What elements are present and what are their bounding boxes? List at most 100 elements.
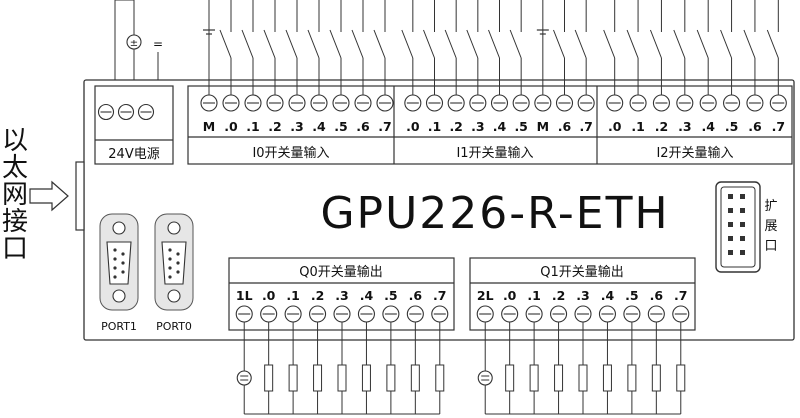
terminal-pin-label: .0 bbox=[262, 288, 276, 303]
terminal-pin-label: .7 bbox=[433, 288, 446, 303]
terminal-pin-label: .0 bbox=[503, 288, 517, 303]
ethernet-connector bbox=[75, 161, 85, 231]
pin-dot bbox=[176, 261, 180, 265]
terminal-pin-label: 1L bbox=[236, 288, 253, 303]
pin-dot bbox=[113, 248, 117, 252]
expansion-pin bbox=[740, 250, 745, 255]
pin-dot bbox=[113, 266, 117, 270]
terminal-pin-label: .6 bbox=[356, 119, 370, 134]
ethernet-label-char: 口 bbox=[1, 234, 28, 264]
pin-dot bbox=[168, 257, 172, 261]
terminal-pin-label: .2 bbox=[268, 119, 281, 134]
ethernet-label-char: 接 bbox=[1, 207, 28, 237]
switch-contact bbox=[696, 29, 709, 59]
output-group-label: Q1开关量输出 bbox=[540, 264, 624, 280]
ethernet-label-char: 以 bbox=[1, 126, 28, 156]
terminal-pin-label: .3 bbox=[335, 288, 348, 303]
terminal-pin-label: .1 bbox=[428, 119, 441, 134]
switch-contact bbox=[329, 29, 342, 59]
pin-dot bbox=[176, 252, 180, 256]
ethernet-port-label: 以 太 网 接 口 bbox=[0, 128, 30, 263]
switch-contact bbox=[444, 29, 457, 59]
pin-dot bbox=[168, 275, 172, 279]
switch-contact bbox=[466, 29, 479, 59]
load-resistor bbox=[386, 364, 396, 392]
load-resistor bbox=[337, 364, 347, 392]
expansion-pin bbox=[740, 208, 745, 213]
switch-contact bbox=[509, 29, 522, 59]
terminal-pin-label: .2 bbox=[311, 288, 324, 303]
terminal-pin-label: M bbox=[203, 119, 215, 134]
expansion-pin bbox=[740, 222, 745, 227]
expansion-pin bbox=[728, 250, 733, 255]
terminal-pin-label: .6 bbox=[748, 119, 762, 134]
pin-dot bbox=[113, 257, 117, 261]
output-group-label: Q0开关量输出 bbox=[299, 264, 383, 280]
load-resistor bbox=[361, 364, 371, 392]
port-screw-icon bbox=[167, 289, 181, 303]
switch-contact bbox=[423, 29, 435, 59]
expansion-label-char: 展 bbox=[764, 219, 777, 234]
terminal-pin-label: .4 bbox=[360, 288, 374, 303]
terminal-pin-label: .0 bbox=[608, 119, 622, 134]
switch-contact bbox=[603, 29, 616, 59]
switch-contact bbox=[720, 29, 733, 59]
ethernet-label-char: 太 bbox=[1, 153, 28, 183]
expansion-pin bbox=[740, 194, 745, 199]
load-resistor bbox=[602, 364, 612, 392]
terminal-pin-label: .6 bbox=[650, 288, 664, 303]
dc-source-symbol: ± bbox=[130, 38, 138, 49]
expansion-label-char: 扩 bbox=[764, 199, 777, 214]
terminal-pin-label: .7 bbox=[378, 119, 391, 134]
expansion-pin bbox=[728, 194, 733, 199]
switch-contact bbox=[241, 29, 254, 59]
terminal-pin-label: .3 bbox=[576, 288, 589, 303]
switch-contact bbox=[488, 29, 500, 59]
terminal-pin-label: .5 bbox=[625, 288, 638, 303]
switch-contact bbox=[743, 29, 756, 59]
expansion-pin bbox=[728, 222, 733, 227]
switch-contact bbox=[401, 29, 414, 59]
terminal-pin-label: .1 bbox=[631, 119, 644, 134]
pin-dot bbox=[113, 275, 117, 279]
switch-contact bbox=[673, 29, 686, 59]
terminal-pin-label: .1 bbox=[527, 288, 540, 303]
db9-connector-icon bbox=[106, 241, 132, 285]
switch-contact bbox=[263, 29, 276, 59]
pin-dot bbox=[176, 270, 180, 274]
terminal-pin-label: .5 bbox=[384, 288, 397, 303]
terminal-pin-label: .5 bbox=[514, 119, 527, 134]
load-resistor bbox=[554, 364, 564, 392]
ac-source-icon bbox=[477, 370, 493, 386]
pin-dot bbox=[168, 248, 172, 252]
load-resistor bbox=[264, 364, 274, 392]
terminal-pin-label: .3 bbox=[471, 119, 484, 134]
pin-dot bbox=[121, 252, 125, 256]
expansion-label-char: 口 bbox=[764, 239, 777, 254]
switch-contact bbox=[373, 29, 386, 59]
terminal-pin-label: .4 bbox=[701, 119, 715, 134]
terminal-pin-label: .6 bbox=[409, 288, 423, 303]
expansion-pin bbox=[728, 236, 733, 241]
input-group-label: I2开关量输入 bbox=[656, 145, 733, 161]
load-resistor bbox=[313, 364, 323, 392]
terminal-pin-label: .4 bbox=[312, 119, 326, 134]
input-group-label: I1开关量输入 bbox=[456, 145, 533, 161]
terminal-pin-label: .5 bbox=[334, 119, 347, 134]
pin-dot bbox=[168, 266, 172, 270]
terminal-pin-label: .1 bbox=[246, 119, 259, 134]
terminal-pin-label: .0 bbox=[406, 119, 420, 134]
terminal-pin-label: .0 bbox=[224, 119, 238, 134]
port-screw-icon bbox=[112, 289, 126, 303]
input-group-label: I0开关量输入 bbox=[252, 145, 329, 161]
expansion-pin bbox=[740, 236, 745, 241]
ground-symbol: = bbox=[153, 37, 163, 51]
power-label: 24V电源 bbox=[108, 147, 159, 162]
load-resistor bbox=[578, 364, 588, 392]
terminal-pin-label: .2 bbox=[655, 119, 668, 134]
terminal-pin-label: .7 bbox=[579, 119, 592, 134]
model-name: GPU226-R-ETH bbox=[320, 188, 669, 239]
port-screw-icon bbox=[112, 221, 126, 235]
